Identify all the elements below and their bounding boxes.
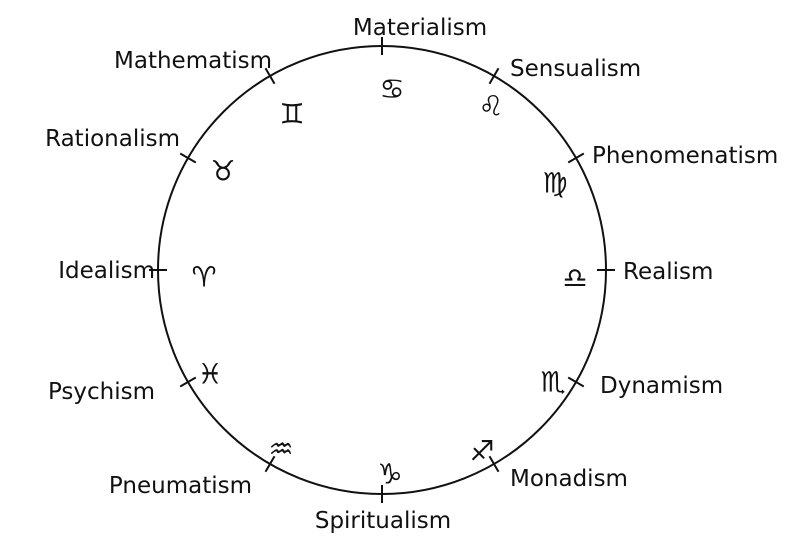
tick-rationalism (179, 152, 197, 164)
tick-mathematism (264, 67, 276, 85)
zodiac-circle (157, 45, 607, 495)
sagittarius-icon: ♐︎ (469, 435, 494, 468)
aries-icon: ♈︎ (191, 261, 216, 294)
tick-pneumatism (264, 455, 276, 473)
tick-dynamism (567, 376, 585, 388)
pisces-icon: ♓︎ (197, 358, 222, 391)
label-sensualism: Sensualism (510, 56, 641, 82)
cancer-icon: ♋︎ (379, 73, 404, 106)
tick-phenomenatism (567, 152, 585, 164)
label-rationalism: Rationalism (45, 126, 180, 152)
leo-icon: ♌︎ (478, 90, 503, 123)
tick-sensualism (488, 67, 500, 85)
taurus-icon: ♉︎ (210, 155, 235, 188)
label-realism: Realism (623, 259, 713, 285)
label-phenomenatism: Phenomenatism (592, 143, 778, 169)
tick-monadism (488, 455, 500, 473)
gemini-icon: ♊︎ (279, 98, 304, 131)
label-spiritualism: Spiritualism (315, 508, 451, 534)
label-monadism: Monadism (510, 466, 628, 492)
label-pneumatism: Pneumatism (109, 473, 252, 499)
virgo-icon: ♍︎ (542, 167, 567, 200)
libra-icon: ♎︎ (562, 262, 587, 295)
tick-marks (149, 37, 615, 503)
tick-psychism (179, 376, 197, 388)
label-idealism: Idealism (58, 258, 155, 284)
worldview-labels: MaterialismSensualismPhenomenatismRealis… (45, 15, 778, 534)
capricorn-icon: ♑︎ (377, 458, 402, 491)
label-dynamism: Dynamism (600, 373, 723, 399)
label-materialism: Materialism (353, 15, 487, 41)
label-psychism: Psychism (48, 379, 155, 405)
label-mathematism: Mathematism (114, 48, 272, 74)
scorpio-icon: ♏︎ (540, 366, 565, 399)
zodiac-signs: ♋︎ ♌︎ ♍︎ ♎︎ ♏︎ ♐︎ ♑︎ ♒︎ ♓︎ ♈︎ ♉︎ ♊︎ (191, 73, 587, 491)
aquarius-icon: ♒︎ (268, 433, 293, 466)
